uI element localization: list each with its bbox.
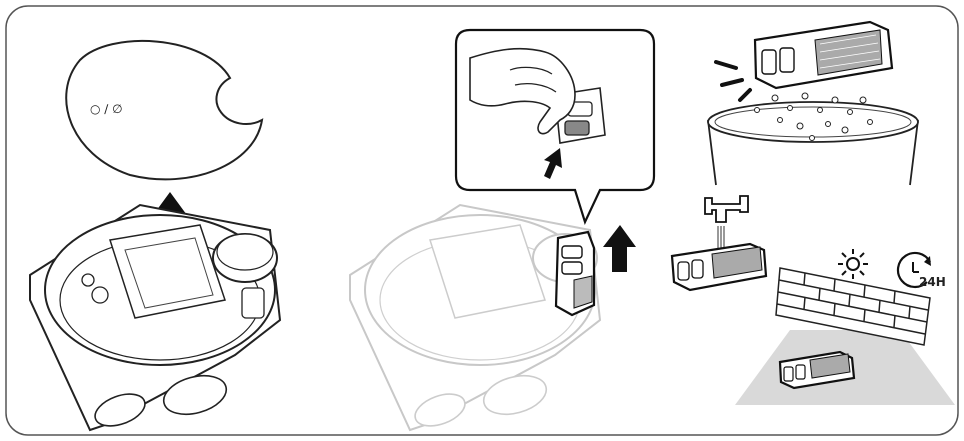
sparkle-icon: [716, 62, 750, 100]
timer-icon: 24H: [898, 253, 946, 289]
timer-label: 24H: [919, 275, 946, 289]
sun-icon: [838, 249, 868, 279]
up-arrow-icon: [603, 225, 636, 272]
panel-remove-cover: ○ ∕ ∅: [30, 41, 280, 432]
svg-text:○ ∕ ∅: ○ ∕ ∅: [90, 102, 123, 116]
water-tap-icon: [705, 196, 748, 222]
panel-remove-dust-bin: [350, 30, 654, 432]
panel-empty-wash-dry: 24H: [672, 22, 955, 405]
